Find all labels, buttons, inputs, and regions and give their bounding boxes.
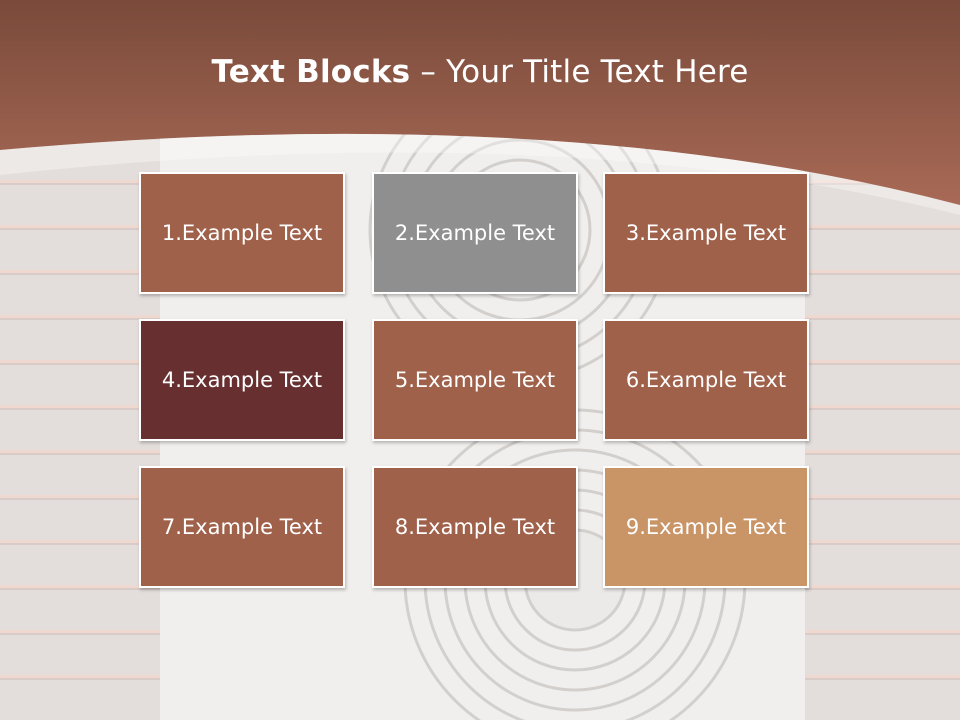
text-block-label: 8.Example Text <box>394 515 556 539</box>
text-block-3[interactable]: 3.Example Text <box>603 172 809 294</box>
text-block-5[interactable]: 5.Example Text <box>372 319 578 441</box>
text-block-label: 5.Example Text <box>394 368 556 392</box>
text-block-label: 2.Example Text <box>394 221 556 245</box>
title-separator: – <box>410 54 447 90</box>
header-band <box>0 0 960 205</box>
text-block-8[interactable]: 8.Example Text <box>372 466 578 588</box>
text-block-label: 3.Example Text <box>625 221 787 245</box>
text-block-label: 9.Example Text <box>625 515 787 539</box>
title-bold: Text Blocks <box>211 54 411 90</box>
text-block-2[interactable]: 2.Example Text <box>372 172 578 294</box>
text-block-label: 1.Example Text <box>161 221 323 245</box>
text-block-label: 7.Example Text <box>161 515 323 539</box>
slide-title: Text Blocks – Your Title Text Here <box>0 54 960 90</box>
text-block-9[interactable]: 9.Example Text <box>603 466 809 588</box>
title-regular: Your Title Text Here <box>446 54 749 90</box>
text-block-label: 6.Example Text <box>625 368 787 392</box>
text-block-label: 4.Example Text <box>161 368 323 392</box>
text-block-4[interactable]: 4.Example Text <box>139 319 345 441</box>
text-block-6[interactable]: 6.Example Text <box>603 319 809 441</box>
text-block-1[interactable]: 1.Example Text <box>139 172 345 294</box>
text-block-7[interactable]: 7.Example Text <box>139 466 345 588</box>
